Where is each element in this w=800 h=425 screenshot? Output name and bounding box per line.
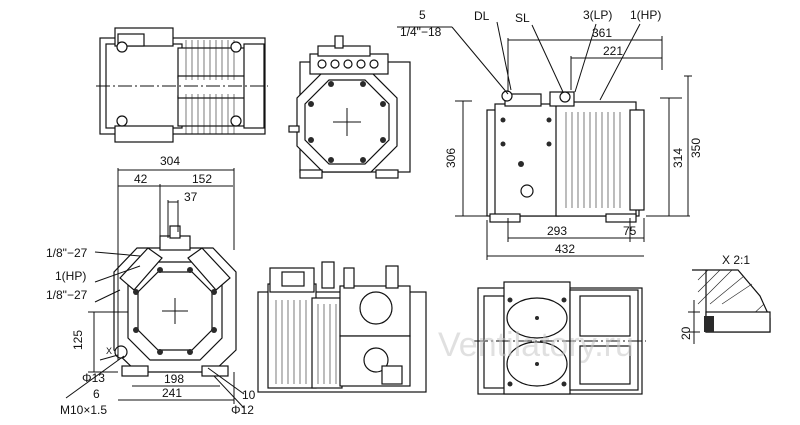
dim-10: 10 [242,388,256,402]
detail-x-label: X 2:1 [722,253,750,267]
bottom-view [474,281,646,395]
dim-37: 37 [184,190,198,204]
dim-6: 6 [93,387,100,401]
dim-314: 314 [671,148,685,168]
label-hp-top: 1(HP) [630,8,661,22]
label-sl: SL [515,11,530,25]
label-dl: DL [474,9,490,23]
dim-306: 306 [444,148,458,168]
front-view-dimensions [65,168,245,409]
label-hp-side: 1(HP) [55,269,86,283]
label-lp: 3(LP) [583,8,612,22]
front-view [113,225,237,377]
dim-152: 152 [192,172,212,186]
label-thread-2: 1/8"−27 [46,288,88,302]
dim-221: 221 [603,44,623,58]
label-phi12: Φ12 [231,403,254,417]
dim-432: 432 [555,242,575,256]
dim-75: 75 [623,224,637,238]
label-m10: M10×1.5 [60,403,107,417]
dim-241: 241 [162,386,182,400]
label-phi13: Φ13 [82,371,105,385]
dim-293: 293 [547,224,567,238]
side-view [486,90,645,223]
dim-125: 125 [71,330,85,350]
dim-198: 198 [164,372,184,386]
rear-view [257,261,427,393]
label-thread-1: 1/8"−27 [46,246,88,260]
label-port-5: 5 [419,8,426,22]
dim-20: 20 [679,326,693,340]
dim-304: 304 [160,154,180,168]
top-view [96,27,268,143]
detail-x [688,269,771,344]
dim-361: 361 [592,26,612,40]
side-view-dimensions [397,21,692,260]
label-port-5-thread: 1/4"−18 [400,25,442,39]
end-view-upper [288,35,411,179]
dim-42: 42 [134,172,148,186]
label-x-mark: X [106,346,112,356]
watermark: Ventilatory.ru [438,326,634,364]
dim-350: 350 [689,138,703,158]
